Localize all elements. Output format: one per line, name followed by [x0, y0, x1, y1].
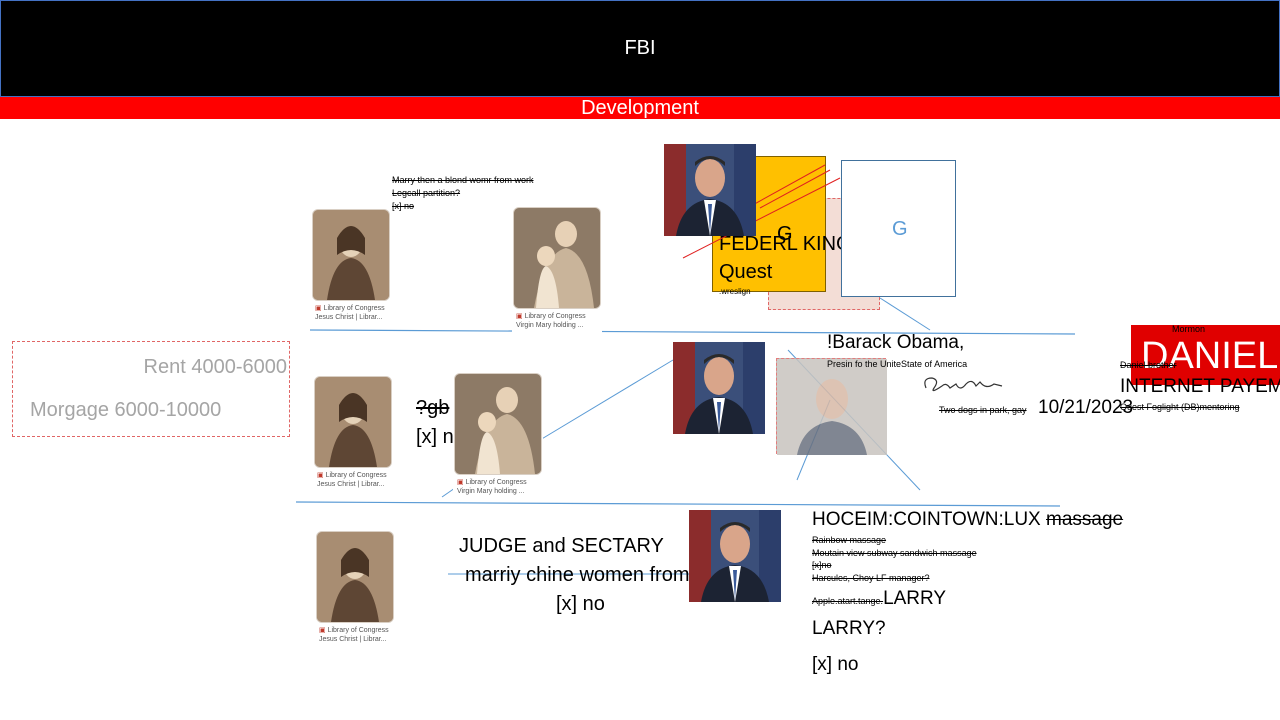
mary-card-1[interactable]: ▣ Library of Congress Virgin Mary holdin… [512, 208, 602, 333]
daniel-small: Daniel brother [1120, 360, 1177, 370]
federl-line2: Quest [719, 261, 773, 283]
jesus-portrait-icon [313, 210, 389, 300]
mary-card-2[interactable]: ▣ Library of Congress Virgin Mary holdin… [453, 374, 543, 499]
check-text: [x] n [416, 426, 454, 448]
federl-line1: FEDERL KING [719, 233, 852, 255]
hoceim-item-4: Harcules, Choy LF manager? [812, 573, 930, 583]
hoceim-item-2: Moutain view subway sandwich massage [812, 548, 977, 558]
romney-photo-3[interactable] [689, 510, 781, 602]
source-label: Library of Congress [524, 313, 586, 320]
hoceim-answer: [x] no [812, 654, 859, 675]
judge-title: JUDGE and SECTARY [459, 535, 664, 557]
note-top-1: Marry then a blond womr from work [392, 175, 534, 185]
source-label: Library of Congress [327, 627, 389, 634]
foglight-text: Quest Foglight (DB)mentoring [1120, 402, 1240, 412]
internet-payment: INTERNET PAYEM [1120, 376, 1280, 397]
judge-answer: [x] no [556, 593, 605, 615]
development-title: Development [581, 96, 699, 119]
obama-title: Presin fo the UniteState of America [827, 359, 968, 369]
jesus-portrait-icon [315, 377, 391, 467]
jesus-card-1[interactable]: ▣ Library of Congress Jesus Christ | Lib… [311, 210, 391, 325]
apple-text: Apple.atart.tange. [812, 596, 884, 606]
note-top-2: Legcall partition? [392, 188, 461, 198]
jesus-card-3[interactable]: ▣ Library of Congress Jesus Christ | Lib… [315, 532, 395, 647]
date-text: 10/21/2023 [1038, 397, 1134, 418]
dogs-text: Two dogs in park, gay [939, 405, 1027, 415]
note-top-3: [x] no [392, 201, 415, 211]
romney-photo-1[interactable] [664, 144, 756, 236]
jesus-portrait-icon [317, 532, 393, 622]
signature-icon [924, 377, 1003, 392]
source-label: Library of Congress [325, 472, 387, 479]
g-box[interactable]: G [841, 160, 956, 297]
daniel-box[interactable]: DANIEL [1131, 325, 1280, 385]
mormon-text: Mormon [1172, 324, 1206, 334]
costs-box: Rent 4000-6000 Morgage 6000-10000 [12, 341, 290, 437]
g-box-label: G [892, 218, 908, 240]
mary-portrait-icon [514, 208, 600, 308]
mary-caption: Virgin Mary holding ... [516, 322, 584, 329]
rent-text: Rent 4000-6000 [143, 356, 287, 378]
larry-1: LARRY [883, 588, 947, 609]
header-title: FBI [624, 37, 656, 59]
development-bar: Development [0, 97, 1280, 119]
hoceim-item-1: Rainbow massage [812, 535, 887, 545]
romney-photo-2[interactable] [673, 342, 765, 434]
jesus-caption: Jesus Christ | Librar... [315, 314, 383, 321]
larry-2: LARRY? [812, 618, 886, 639]
mary-portrait-icon [455, 374, 541, 474]
apple-line: Apple.atart.tange.LARRY [812, 588, 946, 610]
hoceim-line: HOCEIM:COINTOWN:LUX massage [812, 509, 1123, 531]
source-label: Library of Congress [323, 305, 385, 312]
jesus-caption: Jesus Christ | Librar... [319, 636, 387, 643]
jesus-caption: Jesus Christ | Librar... [317, 481, 385, 488]
source-label: Library of Congress [465, 479, 527, 486]
hoceim-item-3: [x]no [812, 560, 832, 570]
hoceim-massage: massage [1046, 509, 1124, 530]
faded-person-photo[interactable] [776, 358, 887, 455]
gb-text: ?gb [416, 397, 450, 419]
header-bar: FBI [0, 0, 1280, 97]
person-silhouette-icon [777, 359, 887, 455]
federl-note: .wreslign [719, 287, 751, 296]
obama-name: !Barack Obama, [827, 332, 965, 353]
jesus-card-2[interactable]: ▣ Library of Congress Jesus Christ | Lib… [313, 377, 393, 492]
hoceim-title: HOCEIM:COINTOWN:LUX [812, 509, 1041, 530]
mary-caption: Virgin Mary holding ... [457, 488, 525, 495]
daniel-name: DANIEL [1141, 335, 1279, 377]
mortgage-text: Morgage 6000-10000 [30, 399, 222, 421]
